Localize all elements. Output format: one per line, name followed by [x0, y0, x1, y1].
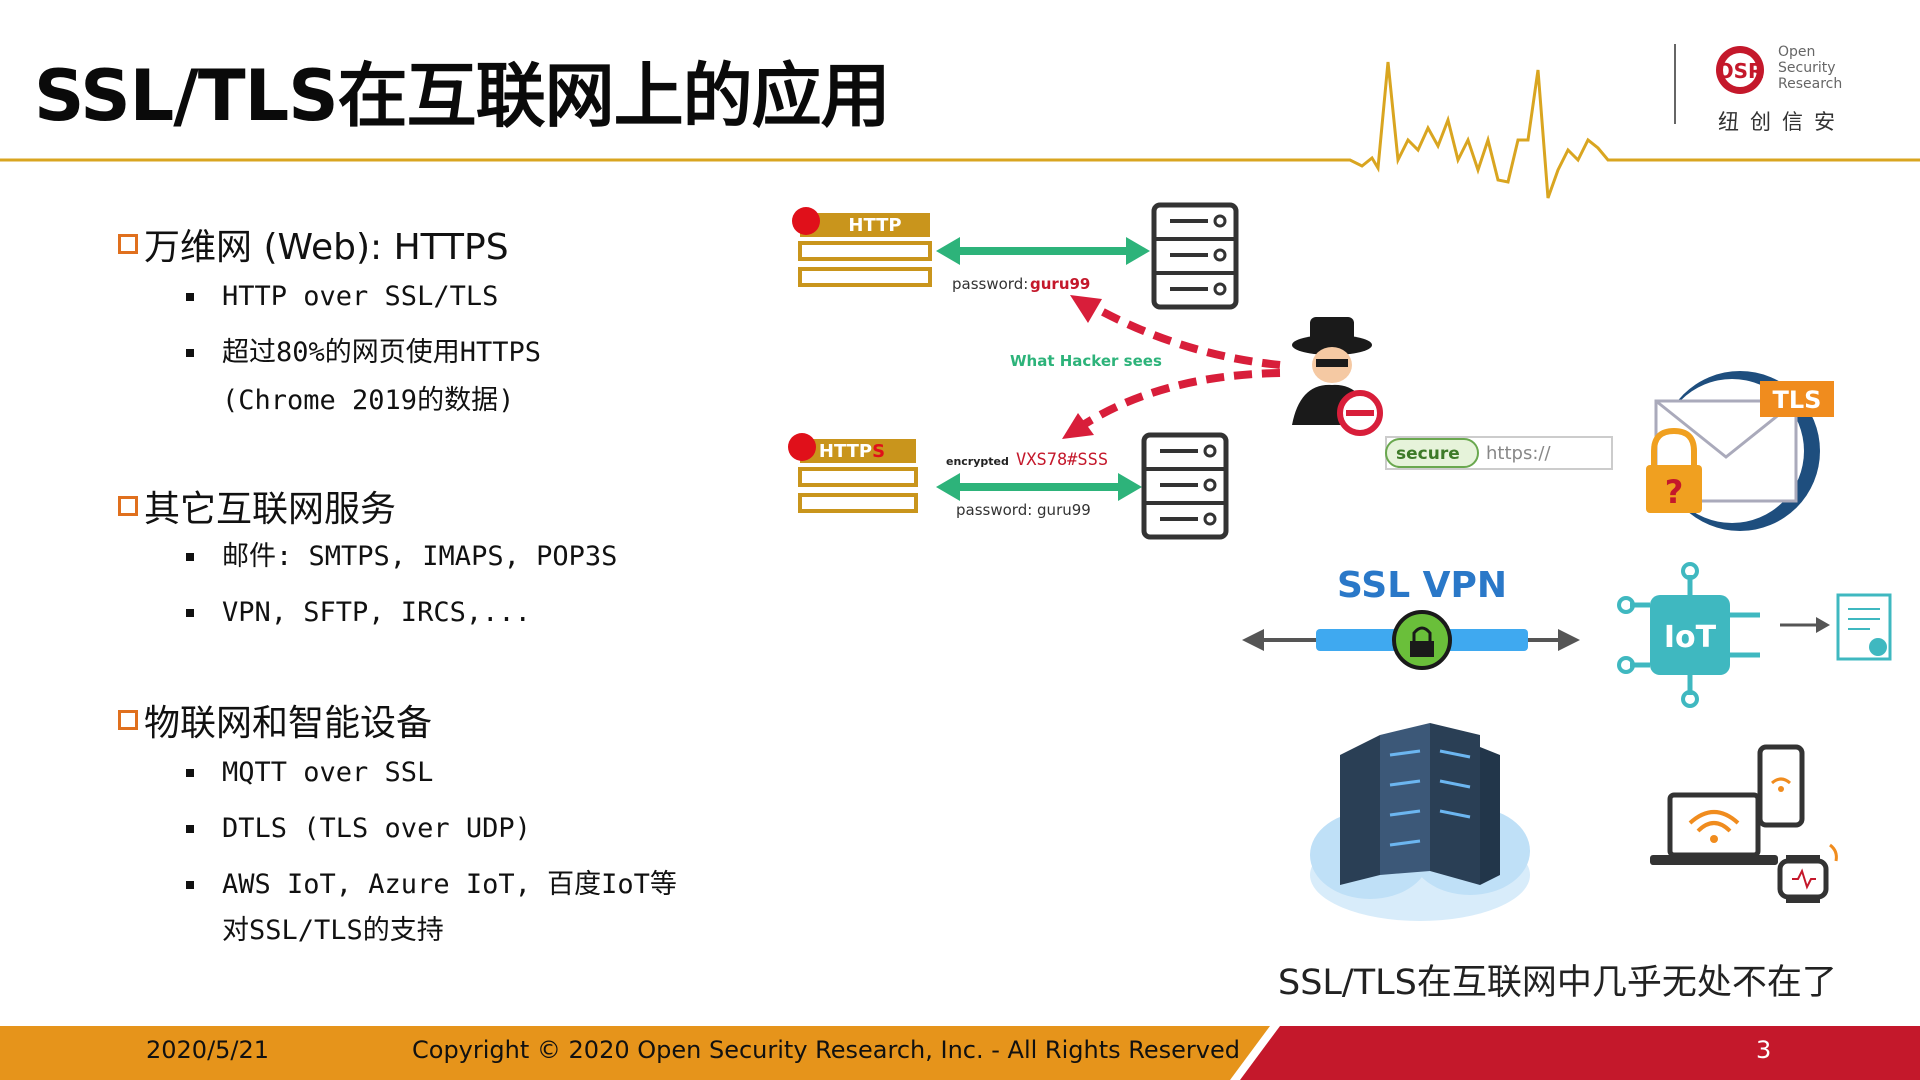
- bullet-square-icon: [186, 553, 194, 561]
- https-label-b: S: [872, 441, 885, 462]
- bullet-text: DTLS (TLS over UDP): [222, 813, 531, 844]
- iot-label: IoT: [1664, 620, 1717, 655]
- hacker-icon: [1292, 317, 1383, 436]
- bullet-square-icon: [186, 293, 194, 301]
- logo-line-1: Open: [1778, 44, 1816, 60]
- ssl-vpn-label: SSL VPN: [1337, 565, 1507, 606]
- bullet-text: 邮件: SMTPS, IMAPS, POP3S: [222, 541, 618, 572]
- server-icon: [1141, 432, 1229, 540]
- company-logo: OSR Open Security Research 纽创信安: [1710, 38, 1910, 138]
- osr-logo-icon: OSR: [1716, 46, 1764, 94]
- footer-page-number: 3: [1756, 1036, 1772, 1064]
- footer-bar-left: [0, 1026, 1280, 1080]
- tls-badge: TLS: [1773, 386, 1822, 414]
- section-heading-internet-services: 其它互联网服务: [118, 480, 396, 532]
- section-heading-iot: 物联网和智能设备: [118, 694, 432, 746]
- https-label-a: HTTP: [819, 441, 872, 462]
- secure-url-bar: secure https://: [1385, 436, 1613, 470]
- bullet-text: HTTP over SSL/TLS: [222, 281, 499, 312]
- password-value: guru99: [1030, 275, 1090, 293]
- ssl-tls-illustration: HTTP password: guru99 What Hacker sees: [788, 202, 1892, 921]
- section-heading-web: 万维网 (Web): HTTPS: [118, 218, 509, 270]
- bullet-square-icon: [186, 825, 194, 833]
- caption: SSL/TLS在互联网中几乎无处不在了: [1278, 963, 1837, 1003]
- tls-mail-icon: TLS ?: [1646, 371, 1834, 531]
- https-browser-icon: HTTPS: [788, 433, 918, 513]
- bullet-text: VPN, SFTP, IRCS,...: [222, 597, 531, 628]
- footer-copyright: Copyright © 2020 Open Security Research,…: [412, 1036, 1240, 1064]
- footer-bar-right: [1300, 1026, 1920, 1080]
- logo-mark-text: OSR: [1717, 59, 1764, 83]
- iot-chip-icon: IoT: [1617, 562, 1892, 708]
- password-label: password:: [952, 275, 1028, 293]
- bullet-square-icon: [186, 609, 194, 617]
- header-heartbeat-line: [0, 44, 1920, 199]
- hacker-dashed-arrows: [1062, 295, 1281, 439]
- logo-line-3: Research: [1778, 76, 1843, 92]
- bullet-text: MQTT over SSL: [222, 757, 434, 788]
- bullet-text: (Chrome 2019的数据): [222, 385, 515, 416]
- secure-label: secure: [1396, 444, 1460, 464]
- bullet-text: AWS IoT, Azure IoT, 百度IoT等: [222, 869, 677, 900]
- http-double-arrow: [936, 237, 1150, 265]
- ssl-vpn-icon: SSL VPN: [1242, 565, 1580, 670]
- encrypted-label: encrypted: [946, 455, 1009, 468]
- question-mark: ?: [1665, 473, 1684, 511]
- section-heading-text: 其它互联网服务: [144, 489, 397, 530]
- logo-line-2: Security: [1778, 60, 1836, 76]
- http-browser-icon: HTTP: [792, 207, 932, 287]
- https-double-arrow: [936, 473, 1142, 501]
- cloud-servers-icon: [1310, 723, 1530, 921]
- footer-date: 2020/5/21: [146, 1036, 270, 1064]
- section-heading-text: 万维网 (Web): HTTPS: [144, 227, 509, 268]
- password-plain: password: guru99: [956, 501, 1091, 519]
- encrypted-value: VXS78#SSS: [1016, 450, 1108, 470]
- url-label: https://: [1486, 443, 1551, 464]
- checkbox-square-icon: [118, 234, 138, 254]
- hacker-label: What Hacker sees: [1010, 352, 1162, 370]
- smart-devices-icon: [1650, 744, 1838, 903]
- logo-chinese-name: 纽创信安: [1718, 110, 1846, 134]
- server-icon: [1151, 202, 1239, 310]
- bullet-square-icon: [186, 769, 194, 777]
- checkbox-square-icon: [118, 710, 138, 730]
- section-heading-text: 物联网和智能设备: [144, 703, 433, 744]
- bullet-square-icon: [186, 349, 194, 357]
- checkbox-square-icon: [118, 496, 138, 516]
- http-label: HTTP: [848, 215, 901, 236]
- bullet-text: 对SSL/TLS的支持: [222, 915, 444, 946]
- footer-bar-divider: [1230, 1026, 1310, 1080]
- slide-title: SSL/TLS在互联网上的应用: [34, 55, 891, 137]
- bullet-square-icon: [186, 881, 194, 889]
- svg-text:HTTPS: HTTPS: [819, 441, 885, 462]
- bullet-text: 超过80%的网页使用HTTPS: [222, 337, 542, 368]
